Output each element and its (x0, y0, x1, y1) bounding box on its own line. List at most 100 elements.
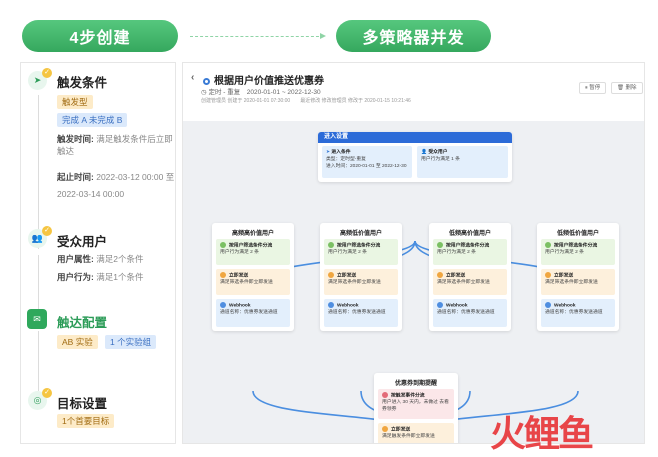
filter-icon (220, 242, 226, 248)
clock-icon (545, 272, 551, 278)
audience-behav-label: 用户行为: (57, 272, 94, 282)
branch-title: 低频低价值用户 (556, 231, 599, 237)
filter-block[interactable]: 按用户筛选条件分流用户行为满足 2 条 (433, 239, 507, 265)
webhook-text: 通道名称：优惠券发送通道 (545, 310, 603, 316)
entry-audience-title: 👤 受众用户 (421, 149, 504, 156)
send-block[interactable]: 立即发送满足筛选条件即立即发送 (324, 269, 398, 295)
concurrent-strategy-pill: 多策略器并发 (336, 20, 491, 52)
trigger-time-value: 满足触发条件后立即触达 (57, 134, 173, 156)
send-text: 满足筛选条件即立即发送 (545, 280, 598, 286)
experiment-group-tag: 1 个实验组 (105, 335, 157, 349)
send-title: 立即发送 (337, 273, 357, 279)
audience-attr: 用户属性: 满足2个条件 (57, 253, 175, 265)
back-icon[interactable]: ‹ (191, 72, 195, 83)
clock-icon (437, 272, 443, 278)
trigger-range-value: 2022-03-12 00:00 至 2022-03-14 00:00 (57, 172, 175, 199)
timeline-line (38, 95, 39, 249)
entry-condition-title: ➤ 进入条件 (326, 149, 408, 156)
clock-icon (220, 272, 226, 278)
entry-audience-block[interactable]: 👤 受众用户 用户行为满足 1 条 (417, 146, 508, 178)
entry-condition-block[interactable]: ➤ 进入条件 类型：定时型-重复 进入时间：2020-01-01 至 2022-… (322, 146, 412, 178)
send-text: 满足筛选条件即立即发送 (437, 280, 490, 286)
branch-title: 高频低价值用户 (339, 231, 382, 237)
filter-block[interactable]: 按用户筛选条件分流用户行为满足 2 条 (216, 239, 290, 265)
flow-title: ‹ 根据用户价值推送优惠券 (191, 72, 324, 87)
webhook-icon (328, 302, 334, 308)
trigger-time-label: 触发时间: (57, 134, 94, 144)
step-title-goal[interactable]: 目标设置 (57, 397, 108, 411)
check-icon: ✓ (42, 226, 52, 236)
branch-card[interactable]: 高频低价值用户 按用户筛选条件分流用户行为满足 2 条 立即发送满足筛选条件即立… (320, 223, 402, 331)
trigger-time: 触发时间: 满足触发条件后立即触达 (57, 133, 175, 157)
event-text: 用户进入 30 天内，未做过 去看券领券 (382, 400, 449, 413)
webhook-icon (437, 302, 443, 308)
audience-attr-value: 满足2个条件 (96, 254, 144, 264)
webhook-title: Webhook (229, 303, 251, 309)
flow-panel: ‹ 根据用户价值推送优惠券 ◷ 定时 - 重复 2020-01-01 ~ 2022… (182, 62, 645, 444)
step-title-audience[interactable]: 受众用户 (57, 235, 108, 249)
step-title-trigger[interactable]: 触发条件 (57, 76, 108, 90)
delete-button[interactable]: 🗑 删除 (611, 82, 643, 94)
filter-title: 按用户筛选条件分流 (337, 243, 381, 249)
watermark-logo: 火鲤鱼 (490, 414, 594, 455)
send-title: 立即发送 (554, 273, 574, 279)
audience-behav-value: 满足1个条件 (96, 272, 144, 282)
final-send-block[interactable]: 立即发送满足触发条件即立即发送 (378, 423, 454, 443)
trigger-event-tag: 完成 A 未完成 B (57, 113, 128, 127)
flow-audit: 创建管理员 创建于 2020-01-01 07:30:00 最近修改 修改管理员… (201, 98, 411, 104)
filter-icon (545, 242, 551, 248)
timeline-line (38, 331, 39, 391)
send-block[interactable]: 立即发送满足筛选条件即立即发送 (216, 269, 290, 295)
step-title-reach[interactable]: 触达配置 (57, 316, 108, 330)
send-block[interactable]: 立即发送满足筛选条件即立即发送 (433, 269, 507, 295)
webhook-text: 通道名称：优惠券发送通道 (328, 310, 386, 316)
entry-settings-header: 进入设置 (318, 132, 512, 143)
trigger-range-label: 起止时间: (57, 172, 94, 182)
flow-title-text: 根据用户价值推送优惠券 (214, 76, 324, 87)
status-dot-icon (203, 77, 210, 85)
webhook-icon (545, 302, 551, 308)
branch-card[interactable]: 低频高价值用户 按用户筛选条件分流用户行为满足 2 条 立即发送满足筛选条件即立… (429, 223, 511, 331)
filter-block[interactable]: 按用户筛选条件分流用户行为满足 2 条 (324, 239, 398, 265)
branch-card[interactable]: 低频低价值用户 按用户筛选条件分流用户行为满足 2 条 立即发送满足筛选条件即立… (537, 223, 619, 331)
ab-test-tag: AB 实验 (57, 335, 98, 349)
final-send-title: 立即发送 (391, 427, 411, 433)
webhook-text: 通道名称：优惠券发送通道 (220, 310, 278, 316)
pause-button-label: 暂停 (589, 85, 601, 91)
clock-icon (382, 426, 388, 432)
entry-condition-title-text: 进入条件 (331, 150, 351, 155)
filter-block[interactable]: 按用户筛选条件分流用户行为满足 2 条 (541, 239, 615, 265)
pause-button[interactable]: ⏸ 暂停 (579, 82, 607, 94)
timeline-line (38, 255, 39, 315)
clock-icon (328, 272, 334, 278)
final-send-text: 满足触发条件即立即发送 (382, 434, 435, 440)
send-text: 满足筛选条件即立即发送 (328, 280, 381, 286)
entry-settings-card[interactable]: 进入设置 ➤ 进入条件 类型：定时型-重复 进入时间：2020-01-01 至 … (318, 132, 512, 182)
steps-panel: ➤✓ 触发条件 触发型 完成 A 未完成 B 触发时间: 满足触发条件后立即触达… (20, 62, 176, 444)
filter-text: 用户行为满足 2 条 (328, 250, 367, 256)
send-block[interactable]: 立即发送满足筛选条件即立即发送 (541, 269, 615, 295)
event-split-block[interactable]: 按触发事件分流用户进入 30 天内，未做过 去看券领券 (378, 389, 454, 419)
arrow-connector (190, 33, 326, 39)
target-icon: ◎✓ (28, 388, 52, 410)
filter-title: 按用户筛选条件分流 (446, 243, 490, 249)
check-icon: ✓ (42, 68, 52, 78)
flow-schedule: ◷ 定时 - 重复 2020-01-01 ~ 2022-12-30 (201, 89, 321, 96)
branch-title: 高频高价值用户 (231, 231, 274, 237)
entry-condition-type: 类型：定时型-重复 (326, 157, 366, 162)
filter-text: 用户行为满足 2 条 (545, 250, 584, 256)
webhook-title: Webhook (446, 303, 468, 309)
user-group-icon: 👥✓ (28, 226, 52, 248)
coupon-reminder-card[interactable]: 优惠券到期提醒 按触发事件分流用户进入 30 天内，未做过 去看券领券 立即发送… (374, 373, 458, 443)
branch-card[interactable]: 高频高价值用户 按用户筛选条件分流用户行为满足 2 条 立即发送满足筛选条件即立… (212, 223, 294, 331)
flow-canvas: 进入设置 ➤ 进入条件 类型：定时型-重复 进入时间：2020-01-01 至 … (183, 121, 644, 443)
webhook-title: Webhook (337, 303, 359, 309)
filter-text: 用户行为满足 2 条 (437, 250, 476, 256)
webhook-title: Webhook (554, 303, 576, 309)
filter-title: 按用户筛选条件分流 (229, 243, 273, 249)
filter-title: 按用户筛选条件分流 (554, 243, 598, 249)
